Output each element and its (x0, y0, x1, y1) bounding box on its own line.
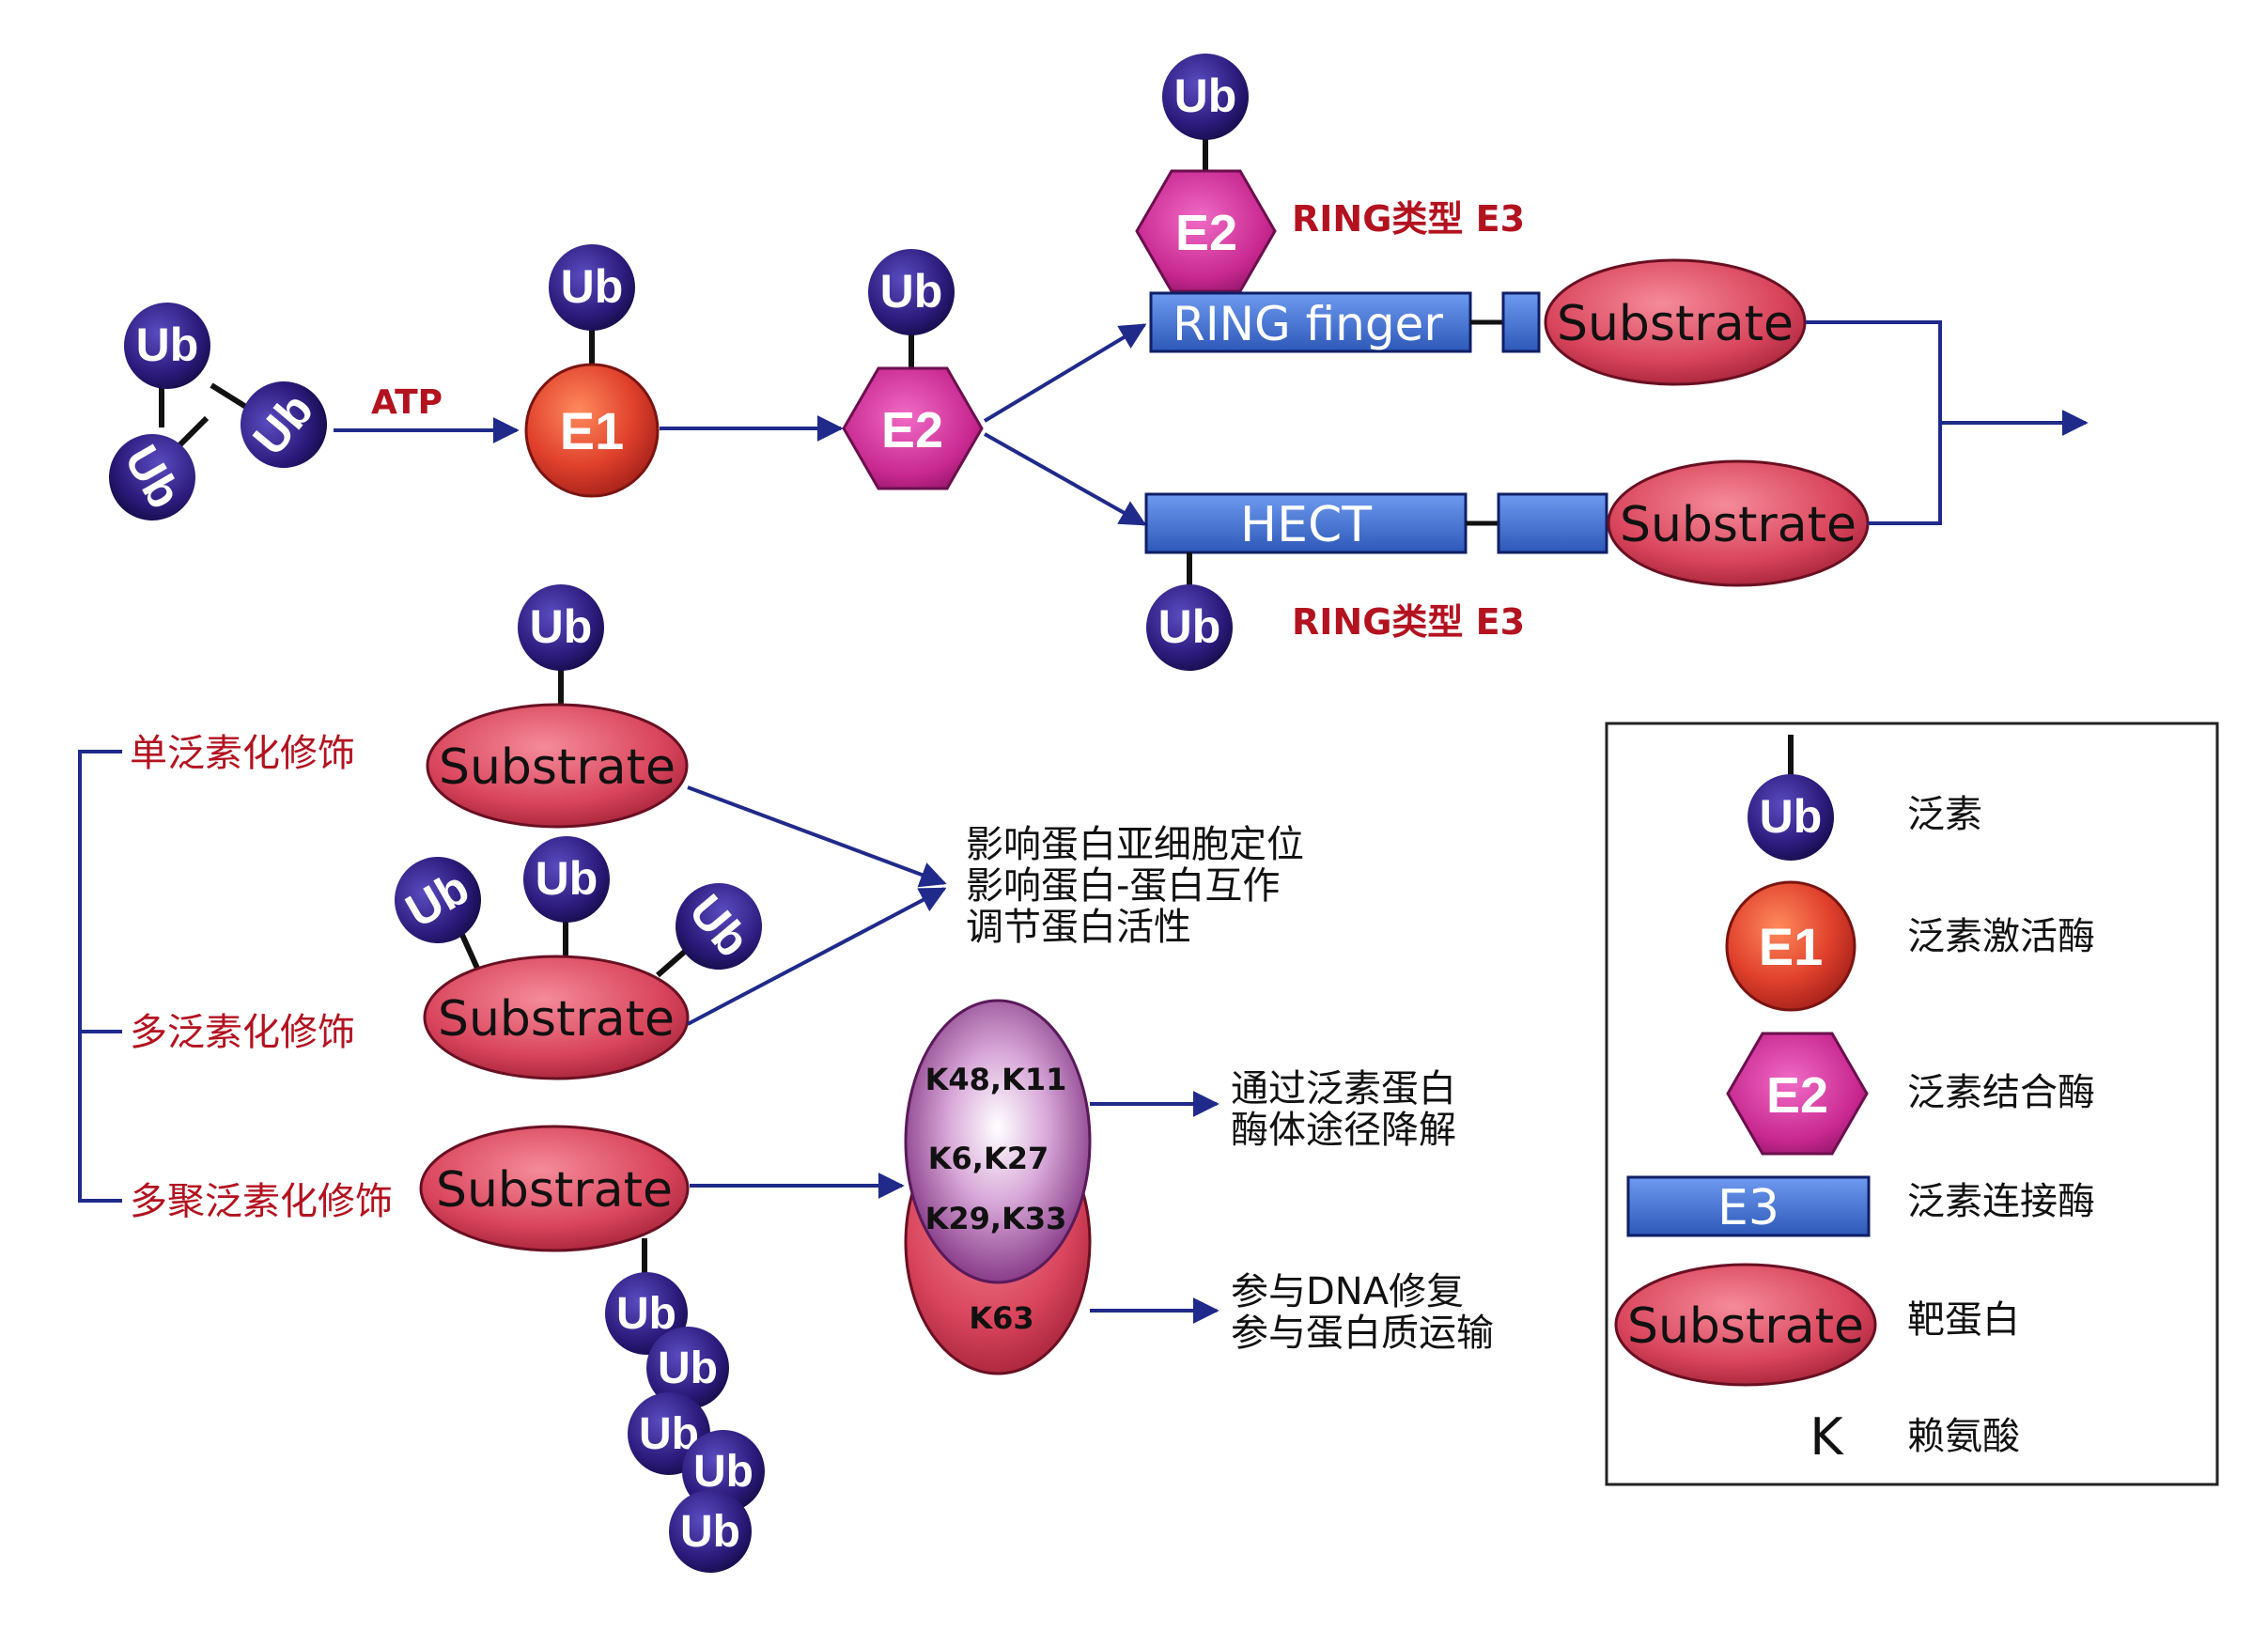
mono-ub-substrate: Ub Substrate (426, 584, 689, 829)
svg-text:Ub: Ub (536, 852, 598, 905)
repair-line: 参与蛋白质运输 (1231, 1312, 1494, 1355)
degradation-line: 通过泛素蛋白 (1231, 1067, 1456, 1111)
ub-icon: Ub (395, 857, 481, 943)
svg-text:Ub: Ub (1158, 600, 1221, 653)
legend-substrate-icon: Substrate (1614, 1263, 1877, 1387)
legend-ub-label: 泛素 (1907, 793, 1982, 836)
ub-icon: Ub (518, 584, 604, 671)
svg-text:E1: E1 (1759, 917, 1824, 976)
repair-line: 参与DNA修复 (1231, 1270, 1464, 1313)
ring-finger-domain (1149, 291, 1472, 353)
ub-icon: Ub (676, 883, 762, 970)
ring-e3-type-label: RING类型 E3 (1292, 198, 1525, 240)
effect-line: 调节蛋白活性 (966, 906, 1191, 949)
svg-text:Ub: Ub (136, 318, 199, 371)
svg-text:Ub: Ub (616, 1289, 676, 1339)
legend-e3-symbol: E3 (1717, 1180, 1779, 1236)
poly-ub-substrate: Ub Ub Ub Ub Ub Substrate (419, 1125, 765, 1573)
legend-e1-icon: E1 (1725, 880, 1856, 1012)
linkage-k48-k11: K48,K11 (925, 1062, 1067, 1097)
modification-bracket (78, 750, 122, 1203)
hect-linker-block (1497, 492, 1608, 554)
legend-e2-label: 泛素结合酶 (1907, 1071, 2095, 1114)
svg-text:E2: E2 (1766, 1067, 1828, 1124)
svg-text:E1: E1 (560, 401, 625, 460)
svg-text:Ub: Ub (1760, 790, 1823, 843)
k48-k11-k6-k27-k29-k33-ellipse (904, 999, 1092, 1284)
branch-arrow-hect (984, 432, 1147, 526)
ub-icon: Ub (646, 1327, 729, 1409)
e2-enzyme-icon: E2 (1135, 169, 1277, 293)
multi-ub-substrate: Ub Ub Ub Substrate (395, 836, 762, 1080)
ub-icon: Ub (1146, 584, 1233, 671)
ub-icon: Ub (669, 1490, 752, 1573)
linkage-k29-k33: K29,K33 (925, 1201, 1067, 1236)
svg-text:Substrate: Substrate (438, 991, 675, 1048)
e2-enzyme-icon: E2 (842, 366, 984, 490)
multi-effect-arrow (687, 887, 947, 1026)
svg-text:Substrate: Substrate (439, 739, 676, 796)
substrate-icon: Substrate (426, 703, 689, 829)
ring-finger-label: RING finger (1173, 297, 1443, 351)
linkage-k6-k27: K6,K27 (928, 1141, 1049, 1176)
substrate-icon: Substrate (423, 955, 690, 1080)
atp-label: ATP (371, 383, 443, 422)
ub-icon: Ub (868, 249, 955, 335)
e2-complex: Ub E2 (842, 249, 984, 490)
svg-text:Substrate: Substrate (1620, 497, 1856, 553)
substrate-icon: Substrate (1544, 258, 1807, 386)
degradation-line: 酶体途径降解 (1231, 1109, 1456, 1152)
legend-k-label: 赖氨酸 (1907, 1415, 2020, 1458)
legend-ub-icon: Ub (1748, 774, 1834, 861)
svg-text:Ub: Ub (880, 265, 943, 318)
svg-text:Ub: Ub (680, 1507, 740, 1557)
mono-effect-arrow (687, 785, 947, 888)
linkage-k63: K63 (969, 1300, 1033, 1336)
svg-text:Substrate: Substrate (436, 1162, 673, 1219)
ub-icon: Ub (124, 303, 210, 389)
legend-e3-icon (1626, 1175, 1871, 1237)
svg-text:Ub: Ub (693, 1447, 753, 1497)
effect-line: 影响蛋白亚细胞定位 (966, 823, 1304, 866)
ring-e3-complex: Ub E2 RING类型 E3 RING finger Substrate (1135, 54, 1807, 386)
svg-text:Substrate: Substrate (1557, 296, 1794, 352)
svg-text:E2: E2 (881, 402, 943, 458)
ub-icon: Ub (523, 836, 610, 923)
ub-icon: Ub (109, 434, 195, 520)
svg-text:Substrate: Substrate (1627, 1298, 1864, 1355)
svg-text:Ub: Ub (530, 600, 593, 653)
poly-ubiquitination-label: 多聚泛素化修饰 (130, 1180, 393, 1223)
substrate-icon: Substrate (1607, 459, 1870, 587)
ring-linker-block (1501, 291, 1541, 353)
legend-substrate-label: 靶蛋白 (1907, 1298, 2020, 1342)
svg-text:Ub: Ub (658, 1344, 718, 1393)
multi-ubiquitination-label: 多泛素化修饰 (130, 1011, 355, 1054)
svg-text:Ub: Ub (1174, 70, 1237, 122)
svg-text:Ub: Ub (561, 260, 624, 313)
legend-box: Ub 泛素 E1 泛素激活酶 E2 泛素结合酶 E3 泛素连接酶 Substra… (1605, 722, 2219, 1486)
legend-e2-icon: E2 (1726, 1032, 1869, 1156)
mono-ubiquitination-label: 单泛素化修饰 (130, 732, 355, 775)
e1-complex: Ub E1 (524, 244, 660, 498)
legend-k-symbol: K (1810, 1407, 1844, 1467)
hect-e3-complex: HECT Substrate Ub RING类型 E3 (1144, 459, 1870, 671)
ub-icon: Ub (549, 244, 635, 331)
svg-text:E2: E2 (1175, 205, 1237, 261)
effect-line: 影响蛋白-蛋白互作 (966, 864, 1280, 908)
linkage-types: K48,K11 K6,K27 K29,K33 K63 (904, 999, 1092, 1375)
legend-e1-label: 泛素激活酶 (1907, 915, 2095, 958)
hect-e3-type-label: RING类型 E3 (1292, 601, 1525, 643)
e1-enzyme-icon: E1 (524, 363, 660, 498)
ub-icon: Ub (1162, 54, 1249, 140)
substrate-icon: Substrate (419, 1125, 690, 1252)
free-ubiquitin-cluster: Ub Ub Ub (109, 303, 327, 520)
legend-e3-label: 泛素连接酶 (1907, 1180, 2095, 1223)
hect-label: HECT (1240, 497, 1372, 553)
ub-icon: Ub (241, 381, 327, 468)
branch-arrow-ring (983, 323, 1147, 423)
